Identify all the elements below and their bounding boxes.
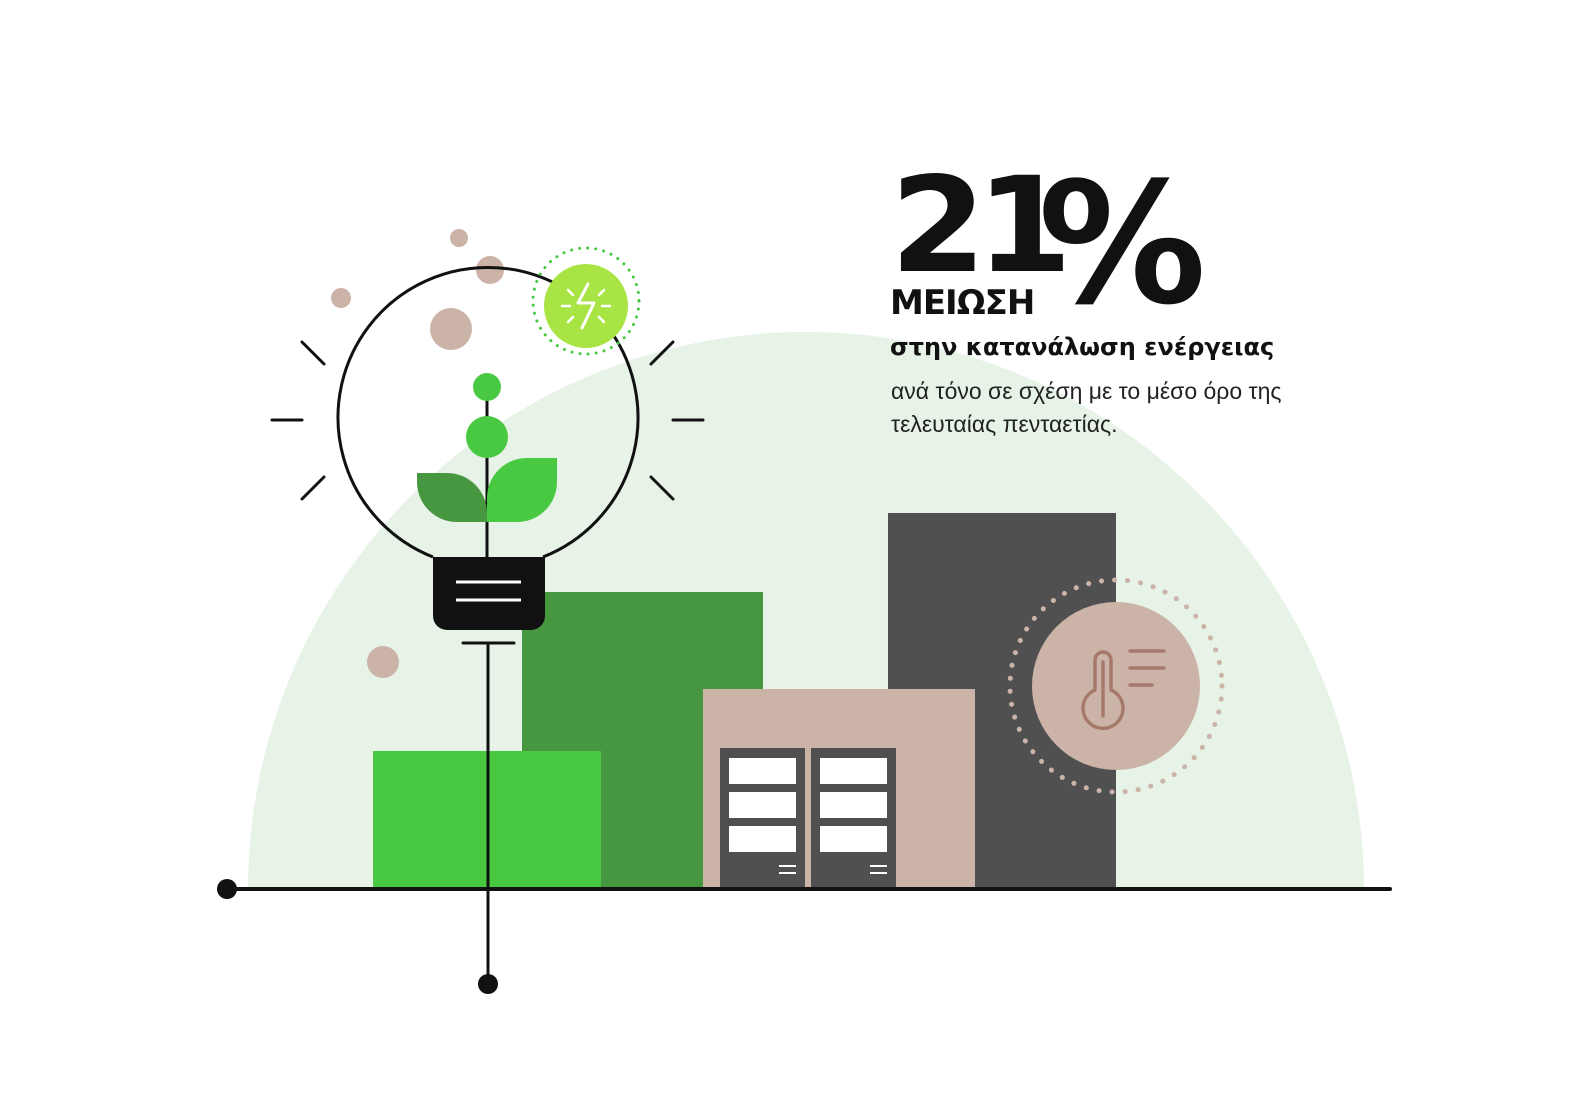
stat-subtext: ανά τόνο σε σχέση με το μέσο όρο της τελ… bbox=[891, 378, 1282, 437]
sprout bbox=[417, 373, 557, 560]
server-rack-left bbox=[720, 748, 805, 890]
stat-label: ΜΕΙΩΣΗ bbox=[890, 283, 1035, 323]
thermometer-icon bbox=[1007, 577, 1225, 795]
server-rack-right bbox=[811, 748, 896, 890]
decorative-dots bbox=[331, 229, 504, 678]
stat-number: 21 bbox=[890, 149, 1072, 303]
lightning-bolt-icon bbox=[531, 246, 641, 356]
bulb-cord-dot bbox=[478, 974, 498, 994]
lightbulb-with-sprout-icon bbox=[336, 265, 640, 559]
bulb-rays bbox=[270, 340, 705, 501]
ground-line-dot bbox=[217, 879, 237, 899]
bulb-base bbox=[433, 557, 545, 630]
stat-percent-sign: % bbox=[1038, 146, 1206, 342]
stat-headline: στην κατανάλωση ενέργειας bbox=[890, 333, 1275, 361]
